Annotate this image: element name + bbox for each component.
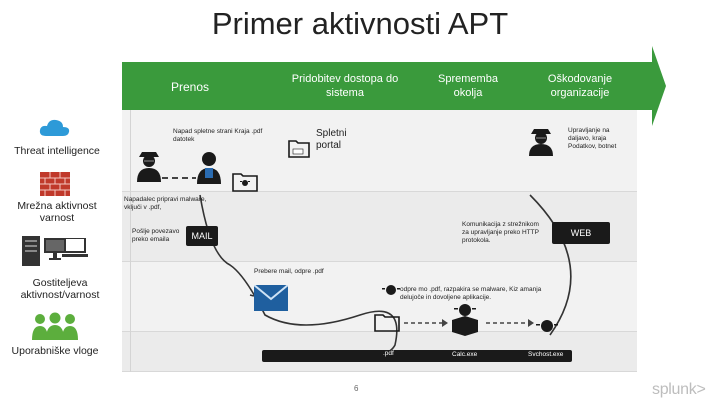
note-opens-pdf: odpre mo .pdf, razpakira se malware, Kiz… [400,286,542,301]
page-number: 6 [354,384,359,393]
attacker-icon [137,152,161,182]
lane-label-network-security: Mrežna aktivnost varnost [17,200,97,224]
attack-path [162,177,196,179]
malware-svchost-icon [536,320,558,332]
firewall-icon [40,172,70,196]
arrow-to-package [404,319,448,327]
web-server-box: WEB [552,222,610,244]
note-opens-email: Prebere mail, odpre .pdf [254,268,324,275]
note-attacker-sends: Napadalec pripravi malware, vključi v .p… [124,196,207,211]
note-web-attack: Napad spletne strani Kraja .pdf datotek [173,128,263,143]
user-workstation-bar [262,350,572,362]
email-icon [254,285,288,311]
page-title: Primer aktivnosti APT [211,6,509,41]
mail-server-box: MAIL [186,226,218,246]
lane-label-user-roles: Uporabniške vloge [11,345,99,357]
arrow-to-svchost [486,319,534,327]
cloud-icon [39,119,70,136]
users-icon [32,312,78,340]
phase-damage: Oškodovanje organizacije [547,73,613,99]
server-icon [22,236,40,266]
note-comm-server: Komunikacija z strežnikom za upravljanje… [462,221,539,244]
hacker-icon [529,129,553,156]
label-svchost-file: Svchost.exe [528,351,564,358]
timeline-divider [130,110,131,372]
phase-change: Sprememba okolja [438,73,498,99]
malware-icon-host [382,285,400,295]
note-sent-email: Pošlje povezavo preko emaila [132,228,180,243]
malware-folder-icon [232,173,258,192]
pdf-host-folder-icon [374,314,400,332]
web-portal-label: Spletni portal [316,128,347,151]
lane-label-host-security: Gostiteljeva aktivnost/varnost [20,277,100,301]
label-pdf-file: .pdf [383,350,394,357]
label-calc-file: Calc.exe [452,351,478,358]
malware-package-icon [452,304,478,336]
phase-arrow-head [652,46,666,126]
phase-arrow [122,62,652,110]
phase-access: Pridobitev dostopa do sistema [291,73,399,99]
lane-label-threat-intelligence: Threat intelligence [14,145,100,157]
note-control: Upravljanje na daljavo, kraja Podatkov, … [568,127,617,150]
victim-user-icon [197,152,221,184]
laptop-icon [62,238,88,257]
pdf-folder-icon [288,140,310,158]
brand-logo: splunk> [652,381,706,398]
phase-transfer: Prenos [170,80,210,94]
desktop-icon [44,238,66,260]
